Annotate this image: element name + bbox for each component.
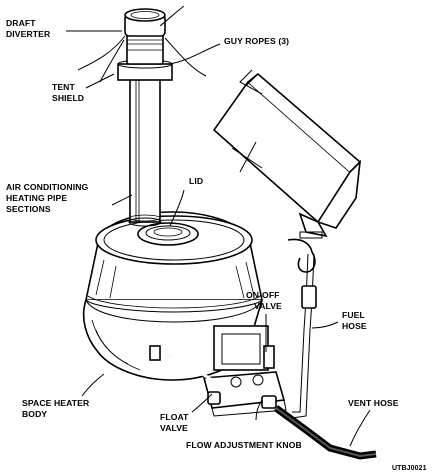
svg-text:HOSE: HOSE <box>342 321 367 331</box>
svg-text:SPACE HEATER: SPACE HEATER <box>22 398 90 408</box>
label-guy-ropes: GUY ROPES (3) <box>224 36 289 46</box>
svg-text:DRAFT: DRAFT <box>6 18 36 28</box>
fuel-can <box>212 69 362 239</box>
vent-hose <box>273 405 377 460</box>
label-space-heater-body: SPACE HEATER BODY <box>22 398 90 419</box>
svg-text:VALVE: VALVE <box>160 423 188 433</box>
label-tent-shield: TENT SHIELD <box>52 82 84 103</box>
label-lid: LID <box>189 176 203 186</box>
svg-text:VALVE: VALVE <box>254 301 282 311</box>
float-valve-assembly <box>149 325 287 417</box>
svg-text:TENT: TENT <box>52 82 75 92</box>
svg-text:DIVERTER: DIVERTER <box>6 29 51 39</box>
label-air-conditioning-heating-pipe-sections: AIR CONDITIONING HEATING PIPE SECTIONS <box>6 182 88 214</box>
leader-lines <box>66 30 371 447</box>
label-fuel-hose: FUEL HOSE <box>342 310 367 331</box>
label-float-valve: FLOAT VALVE <box>160 412 189 433</box>
fuel-hose <box>287 238 317 419</box>
label-draft-diverter: DRAFT DIVERTER <box>6 18 51 39</box>
figure-code: UTBJ0021 <box>392 465 427 472</box>
svg-text:SHIELD: SHIELD <box>52 93 84 103</box>
label-on-off-valve: ON-OFF VALVE <box>246 290 282 311</box>
label-vent-hose: VENT HOSE <box>348 398 399 408</box>
svg-text:FLOAT: FLOAT <box>160 412 189 422</box>
label-flow-adjustment-knob: FLOW ADJUSTMENT KNOB <box>186 440 302 450</box>
lid <box>137 222 199 246</box>
svg-text:AIR CONDITIONING: AIR CONDITIONING <box>6 182 88 192</box>
guy-ropes <box>77 5 207 83</box>
svg-text:HEATING PIPE: HEATING PIPE <box>6 193 67 203</box>
svg-text:ON-OFF: ON-OFF <box>246 290 280 300</box>
svg-text:FUEL: FUEL <box>342 310 365 320</box>
svg-text:SECTIONS: SECTIONS <box>6 204 51 214</box>
svg-text:BODY: BODY <box>22 409 47 419</box>
air-conditioning-heating-pipe <box>128 61 162 227</box>
draft-diverter <box>124 8 166 65</box>
